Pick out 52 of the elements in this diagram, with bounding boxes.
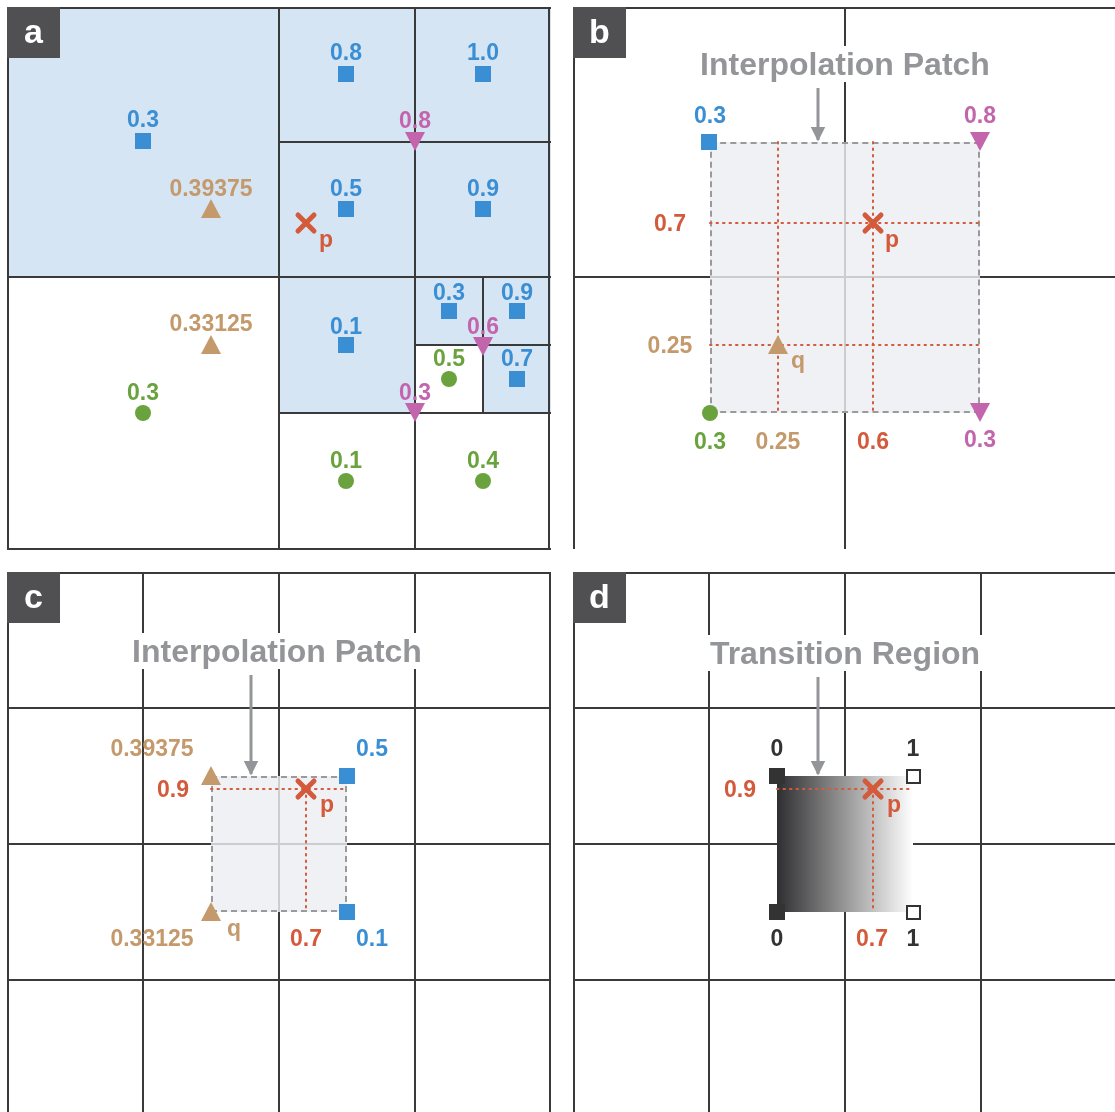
value-label: 0.1: [356, 926, 388, 950]
interpolation-patch: [710, 142, 980, 413]
value-label: 0.7: [501, 346, 533, 370]
value-label: 0.4: [467, 448, 499, 472]
panel-frame: [7, 572, 551, 1112]
gradient-region: [777, 776, 913, 912]
panel-letter: a: [7, 7, 60, 58]
arrow: [810, 88, 826, 142]
value-label: 0.3: [127, 107, 159, 131]
value-label: 0.9: [724, 777, 756, 801]
value-label: 0.7: [654, 211, 686, 235]
value-label: 0.1: [330, 314, 362, 338]
point-label: p: [318, 227, 334, 251]
value-label: 0.39375: [169, 176, 253, 200]
value-label: 0.7: [856, 926, 888, 950]
value-label: 0.33125: [169, 311, 253, 335]
value-label: 0.1: [330, 448, 362, 472]
value-label: 0.3: [694, 103, 726, 127]
value-label: 0.25: [647, 333, 693, 357]
value-label: 0.5: [356, 736, 388, 760]
value-label: 0.7: [290, 926, 322, 950]
panel-letter: c: [7, 572, 60, 623]
value-label: 0.9: [157, 777, 189, 801]
value-label: 0.6: [857, 429, 889, 453]
value-label: 0.5: [330, 176, 362, 200]
panel-frame: [573, 7, 1115, 549]
value-label: 0.9: [467, 176, 499, 200]
value-label: 0.8: [964, 103, 996, 127]
value-label: 0: [770, 736, 784, 760]
value-label: 0.3: [433, 280, 465, 304]
arrow: [243, 675, 259, 776]
arrow: [810, 677, 826, 776]
value-label: 0.25: [755, 429, 801, 453]
panel-letter: b: [573, 7, 626, 58]
point-label: p: [884, 227, 900, 251]
point-label: p: [886, 792, 902, 816]
point-label: q: [790, 348, 806, 372]
interpolation-patch: [211, 776, 347, 912]
value-label: 1: [906, 926, 920, 950]
panel-frame: [573, 572, 1115, 1112]
value-label: 0.3: [964, 427, 996, 451]
value-label: 1.0: [467, 40, 499, 64]
panel-letter: d: [573, 572, 626, 623]
value-label: 0: [770, 926, 784, 950]
point-label: q: [226, 916, 242, 940]
value-label: 0.3: [694, 429, 726, 453]
value-label: 1: [906, 736, 920, 760]
value-label: 0.9: [501, 280, 533, 304]
value-label: 0.8: [330, 40, 362, 64]
value-label: 0.5: [433, 346, 465, 370]
point-label: p: [319, 792, 335, 816]
value-label: 0.3: [127, 380, 159, 404]
